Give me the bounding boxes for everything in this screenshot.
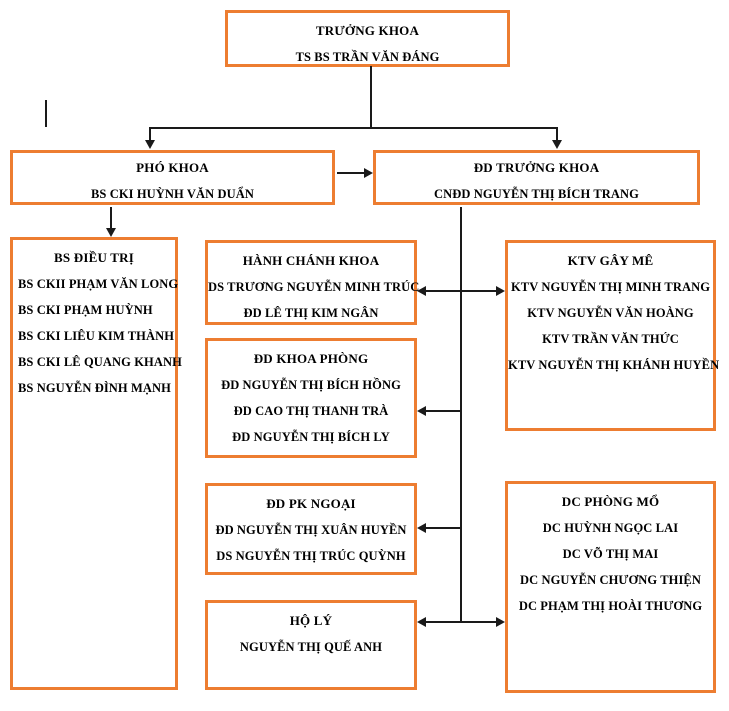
arrowhead-left-dd-pk-ngoai: [417, 523, 426, 533]
stray-cursor-mark: [45, 100, 47, 127]
box-title: ĐD TRƯỞNG KHOA: [473, 160, 600, 175]
box-member: BS CKI LIÊU KIM THÀNH: [18, 329, 175, 343]
box-title: KTV GÂY MÊ: [567, 253, 654, 268]
box-member: KTV NGUYỄN THỊ MINH TRANG: [510, 280, 711, 294]
box-member: CNĐD NGUYỄN THỊ BÍCH TRANG: [434, 187, 639, 201]
box-title: BS ĐIỀU TRỊ: [54, 250, 134, 265]
connector-top-trunk: [370, 66, 372, 128]
connector-drop-dd-truong-khoa: [556, 127, 558, 141]
connector-row-dd-khoa-phong: [425, 410, 462, 412]
box-member: KTV NGUYỄN VĂN HOÀNG: [527, 306, 694, 320]
box-member: NGUYỄN THỊ QUẾ ANH: [239, 640, 383, 654]
org-box-bs-dieu-tri: BS ĐIỀU TRỊ BS CKII PHẠM VĂN LONG BS CKI…: [10, 237, 182, 690]
arrowhead-down-pho-khoa: [145, 140, 155, 149]
box-member: DC NGUYỄN CHƯƠNG THIỆN: [519, 573, 702, 587]
box-title: TRƯỞNG KHOA: [315, 23, 420, 38]
org-box-truong-khoa: TRƯỞNG KHOA TS BS TRẦN VĂN ĐÁNG: [225, 10, 510, 67]
box-member: ĐD CAO THỊ THANH TRÀ: [233, 404, 389, 418]
box-member: DS NGUYỄN THỊ TRÚC QUỲNH: [216, 549, 406, 563]
box-member: BS CKI HUỲNH VĂN DUẨN: [91, 187, 254, 201]
org-box-dc-phong-mo: DC PHÒNG MỔ DC HUỲNH NGỌC LAI DC VÕ THỊ …: [505, 481, 716, 693]
box-title: HỘ LÝ: [289, 613, 333, 628]
arrowhead-left-ho-ly: [417, 617, 426, 627]
connector-pho-to-bs-dieu-tri: [110, 207, 112, 229]
box-title: DC PHÒNG MỔ: [561, 494, 660, 509]
box-member: DC VÕ THỊ MAI: [562, 547, 659, 561]
box-member: DC PHẠM THỊ HOÀI THƯƠNG: [518, 599, 703, 613]
arrowhead-left-hanh-chanh-khoa: [417, 286, 426, 296]
arrowhead-left-dd-khoa-phong: [417, 406, 426, 416]
box-member: DS TRƯƠNG NGUYỄN MINH TRÚC: [208, 280, 420, 294]
box-title: ĐD KHOA PHÒNG: [253, 351, 369, 366]
org-box-ho-ly: HỘ LÝ NGUYỄN THỊ QUẾ ANH: [205, 600, 417, 690]
box-member: BS NGUYỄN ĐÌNH MẠNH: [18, 381, 171, 395]
box-member: KTV TRẦN VĂN THỨC: [542, 332, 679, 346]
connector-central-trunk: [460, 207, 462, 623]
connector-split-horizontal: [149, 127, 558, 129]
box-member: BS CKII PHẠM VĂN LONG: [18, 277, 179, 291]
box-title: ĐD PK NGOẠI: [266, 496, 356, 511]
connector-pho-to-dd: [337, 172, 366, 174]
box-title: HÀNH CHÁNH KHOA: [242, 253, 380, 268]
org-box-hanh-chanh-khoa: HÀNH CHÁNH KHOA DS TRƯƠNG NGUYỄN MINH TR…: [205, 240, 420, 325]
connector-row-ho-ly: [425, 621, 498, 623]
connector-drop-pho-khoa: [149, 127, 151, 141]
box-member: BS CKI PHẠM HUỲNH: [18, 303, 153, 317]
connector-row-dd-pk-ngoai: [425, 527, 462, 529]
box-member: ĐD LÊ THỊ KIM NGÂN: [243, 306, 379, 320]
box-member: KTV NGUYỄN THỊ KHÁNH HUYỀN: [508, 358, 720, 372]
arrowhead-right-ktv-gay-me: [496, 286, 505, 296]
arrowhead-right-dd-truong-khoa: [364, 168, 373, 178]
arrowhead-right-dc-phong-mo: [496, 617, 505, 627]
box-member: DC HUỲNH NGỌC LAI: [542, 521, 679, 535]
org-box-dd-truong-khoa: ĐD TRƯỞNG KHOA CNĐD NGUYỄN THỊ BÍCH TRAN…: [373, 150, 700, 205]
connector-row-hanh-chanh: [425, 290, 498, 292]
org-box-ktv-gay-me: KTV GÂY MÊ KTV NGUYỄN THỊ MINH TRANG KTV…: [505, 240, 720, 431]
box-title: PHÓ KHOA: [136, 160, 209, 175]
arrowhead-down-dd-truong-khoa: [552, 140, 562, 149]
box-member: TS BS TRẦN VĂN ĐÁNG: [295, 50, 440, 64]
arrowhead-down-bs-dieu-tri: [106, 228, 116, 237]
org-box-dd-khoa-phong: ĐD KHOA PHÒNG ĐD NGUYỄN THỊ BÍCH HỒNG ĐD…: [205, 338, 417, 458]
box-member: BS CKI LÊ QUANG KHANH: [18, 355, 182, 369]
box-member: ĐD NGUYỄN THỊ XUÂN HUYỀN: [215, 523, 407, 537]
org-box-dd-pk-ngoai: ĐD PK NGOẠI ĐD NGUYỄN THỊ XUÂN HUYỀN DS …: [205, 483, 417, 575]
box-member: ĐD NGUYỄN THỊ BÍCH LY: [232, 430, 390, 444]
org-box-pho-khoa: PHÓ KHOA BS CKI HUỲNH VĂN DUẨN: [10, 150, 335, 205]
box-member: ĐD NGUYỄN THỊ BÍCH HỒNG: [221, 378, 401, 392]
